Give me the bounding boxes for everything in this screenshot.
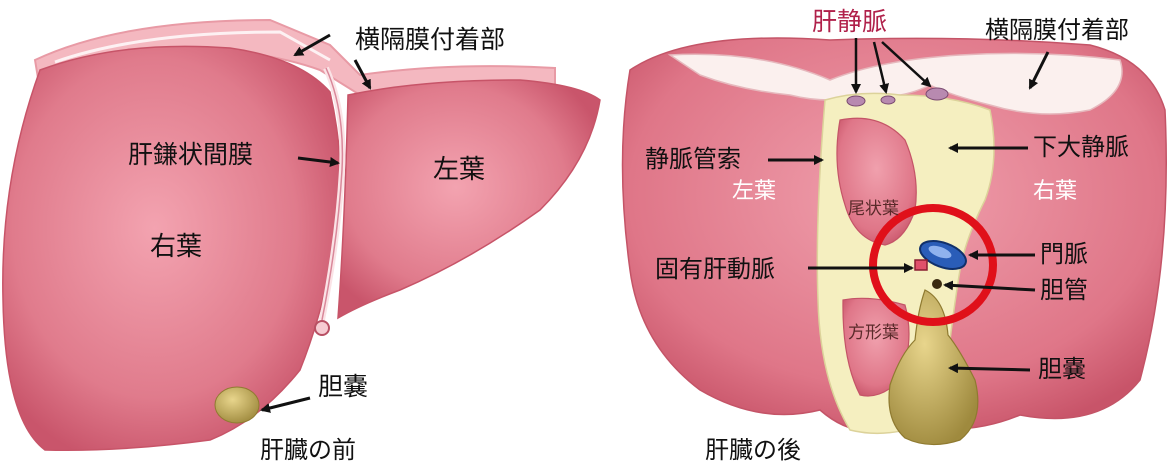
front-caption: 肝臓の前 <box>260 436 356 464</box>
back-label-portal-vein: 門脈 <box>1040 240 1088 268</box>
back-label-ivc: 下大静脈 <box>1033 133 1129 161</box>
back-hepatic-vein-2 <box>881 96 895 104</box>
back-label-diaphragm: 横隔膜付着部 <box>985 16 1129 44</box>
front-label-right-lobe: 右葉 <box>150 232 202 262</box>
front-round-ligament-end <box>315 321 329 335</box>
back-hepatic-vein-3 <box>926 88 948 100</box>
front-liver-view <box>3 20 600 450</box>
front-label-falciform: 肝鎌状間膜 <box>128 140 253 169</box>
back-label-gallbladder: 胆嚢 <box>1038 355 1086 383</box>
back-bile-duct-shape <box>932 279 942 289</box>
back-label-right-lobe: 右葉 <box>1033 179 1077 204</box>
back-label-left-lobe: 左葉 <box>732 179 776 204</box>
back-hepatic-vein-1 <box>847 96 865 106</box>
back-label-hepatic-vein: 肝静脈 <box>812 7 887 36</box>
back-caption: 肝臓の後 <box>705 436 801 464</box>
front-label-left-lobe: 左葉 <box>433 155 485 185</box>
back-hepatic-artery-shape <box>915 260 927 270</box>
front-left-lobe-shape <box>338 80 600 318</box>
front-label-diaphragm: 横隔膜付着部 <box>355 25 505 54</box>
front-label-gallbladder: 胆嚢 <box>318 372 368 401</box>
back-label-caudate-lobe: 尾状葉 <box>848 199 899 219</box>
back-arrow-gallbladder <box>950 368 1030 370</box>
front-gallbladder-shape <box>215 387 259 423</box>
back-label-quadrate-lobe: 方形葉 <box>848 323 899 343</box>
back-label-proper-hepatic-artery: 固有肝動脈 <box>655 255 775 283</box>
back-label-bile-duct: 胆管 <box>1040 276 1088 304</box>
back-label-ligamentum-venosum: 静脈管索 <box>645 145 741 173</box>
